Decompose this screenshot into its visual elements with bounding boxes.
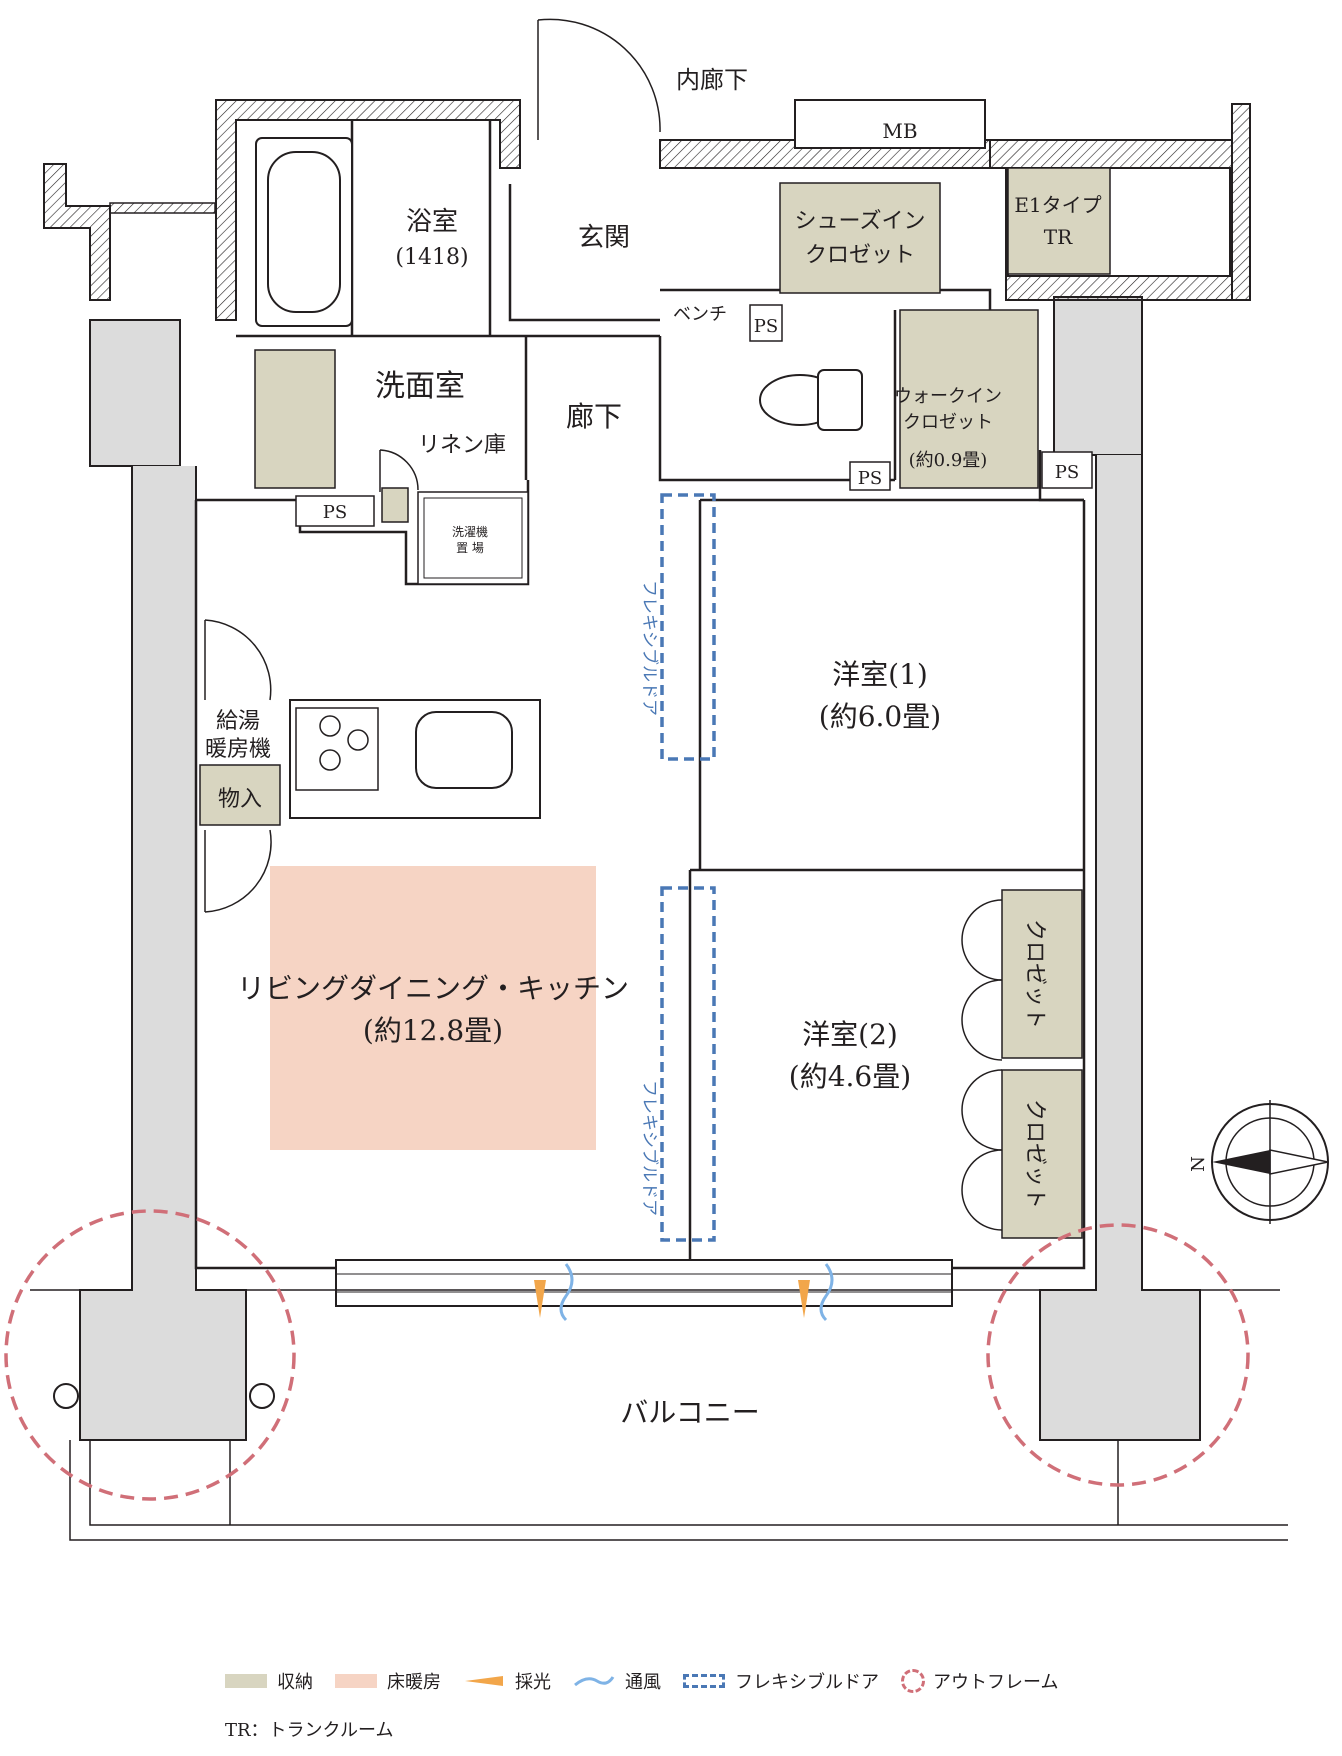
floor-heating-area: [270, 866, 596, 1150]
column-pillar-left: [79, 466, 247, 1441]
label-walkin-2: クロゼット: [903, 412, 993, 433]
label-bench: ベンチ: [673, 304, 727, 325]
doors: [204, 18, 661, 913]
shoe-closet: [779, 182, 941, 294]
outframe-left: [4, 1209, 296, 1501]
legend-daylight-label: 採光: [515, 1672, 551, 1693]
label-western1: 洋室(1): [832, 658, 928, 691]
label-entrance: 玄関: [578, 223, 630, 253]
label-storage: 物入: [218, 787, 262, 812]
bathtub-icon: [255, 137, 353, 327]
legend-daylight: 採光: [463, 1668, 551, 1694]
label-western2-size: (約4.6畳): [789, 1060, 911, 1093]
legend-floor-heating: 床暖房: [335, 1668, 441, 1694]
daylight-arrow-icon: [534, 1280, 810, 1318]
legend-storage-swatch: [225, 1674, 267, 1688]
label-water-heater-1: 給湯: [216, 709, 260, 734]
closet-lower: [1001, 1069, 1083, 1239]
column-right: [1053, 296, 1143, 456]
daylight-arrow-icon: [465, 1676, 503, 1686]
ps-box-right: [1041, 451, 1093, 489]
label-e1-trunk-1: E1タイプ: [1014, 193, 1101, 217]
ps-box-bench: [749, 304, 783, 342]
label-ps-bench: PS: [754, 316, 778, 337]
legend-ventilation-label: 通風: [625, 1672, 661, 1693]
label-balcony: バルコニー: [620, 1396, 759, 1429]
ventilation-wave-icon: [559, 1263, 834, 1322]
column-left: [89, 319, 181, 467]
label-shoe-closet-2: クロゼット: [805, 243, 915, 268]
legend: 収納 床暖房 採光 通風 フレキシブルドア アウトフレーム: [225, 1666, 1080, 1696]
legend-flexible-door-label: フレキシブルドア: [735, 1672, 879, 1693]
label-ldk-size: (約12.8畳): [363, 1014, 503, 1047]
drain-right-icon: [249, 1383, 275, 1409]
label-ps-toilet: PS: [858, 468, 882, 489]
storage-nyuu: [199, 764, 281, 826]
label-ldk: リビングダイニング・キッチン: [237, 972, 629, 1005]
balcony-window: [335, 1259, 953, 1307]
label-washer-1: 洗濯機: [452, 524, 488, 539]
walkin-closet: [899, 309, 1039, 489]
legend-outframe: アウトフレーム: [901, 1668, 1058, 1694]
legend-outframe-swatch: [901, 1669, 925, 1693]
label-mb: MB: [882, 119, 917, 143]
ps-box-washroom: [295, 495, 375, 527]
label-water-heater-2: 暖房機: [205, 737, 271, 762]
label-flexible-door-a: フレキシブルドア: [639, 580, 660, 716]
closet-upper: [1001, 889, 1083, 1059]
label-washroom: 洗面室: [375, 369, 465, 404]
legend-flexible-door: フレキシブルドア: [683, 1668, 879, 1694]
legend-ventilation: 通風: [573, 1668, 661, 1694]
trunk-room-note: TR：トランクルーム: [225, 1720, 394, 1741]
north-compass-icon: [1211, 1100, 1329, 1224]
label-hallway: 廊下: [566, 400, 622, 433]
label-ps-washroom: PS: [323, 502, 347, 523]
toilet-icon: [759, 369, 863, 431]
drain-left-icon: [53, 1383, 79, 1409]
legend-floor-heating-label: 床暖房: [387, 1672, 441, 1693]
label-e1-trunk-2: TR: [1044, 225, 1073, 249]
label-walkin-1: ウォークイン: [894, 386, 1002, 407]
legend-flexible-door-swatch: [683, 1674, 725, 1688]
balcony-railing: [30, 1289, 1288, 1541]
e1-trunk: [1007, 167, 1111, 275]
label-bath: 浴室: [406, 207, 458, 237]
kitchen-counter: [289, 699, 541, 819]
outframe-right: [986, 1223, 1250, 1487]
storage-areas: [199, 167, 1111, 1239]
flexible-door-1: [660, 493, 716, 761]
flexible-door-2: [660, 886, 716, 1242]
label-western1-size: (約6.0畳): [819, 700, 941, 733]
column-pillar-right: [1039, 455, 1201, 1441]
label-flexible-door-b: フレキシブルドア: [639, 1080, 660, 1216]
label-closet-a: クロゼット: [1022, 919, 1047, 1029]
legend-floor-heating-swatch: [335, 1674, 377, 1688]
ps-box-toilet: [849, 461, 891, 491]
label-north: N: [1188, 1156, 1209, 1172]
legend-storage: 収納: [225, 1668, 313, 1694]
closet-doors: [961, 899, 1003, 1231]
washroom-storage: [254, 349, 336, 489]
label-bath-size: (1418): [395, 245, 468, 270]
legend-storage-label: 収納: [277, 1672, 313, 1693]
ventilation-wave-icon: [574, 1676, 615, 1687]
washer-area: [417, 491, 529, 585]
label-inner-corridor: 内廊下: [676, 66, 748, 94]
label-washer-2: 置 場: [456, 541, 484, 555]
label-shoe-closet-1: シューズイン: [795, 209, 926, 234]
label-ps-right: PS: [1055, 462, 1079, 483]
label-walkin-3: (約0.9畳): [909, 450, 988, 471]
label-closet-b: クロゼット: [1022, 1099, 1047, 1209]
label-linen: リネン庫: [418, 433, 506, 458]
legend-outframe-label: アウトフレーム: [933, 1672, 1059, 1693]
linen-storage: [381, 487, 409, 523]
label-western2: 洋室(2): [802, 1018, 898, 1051]
